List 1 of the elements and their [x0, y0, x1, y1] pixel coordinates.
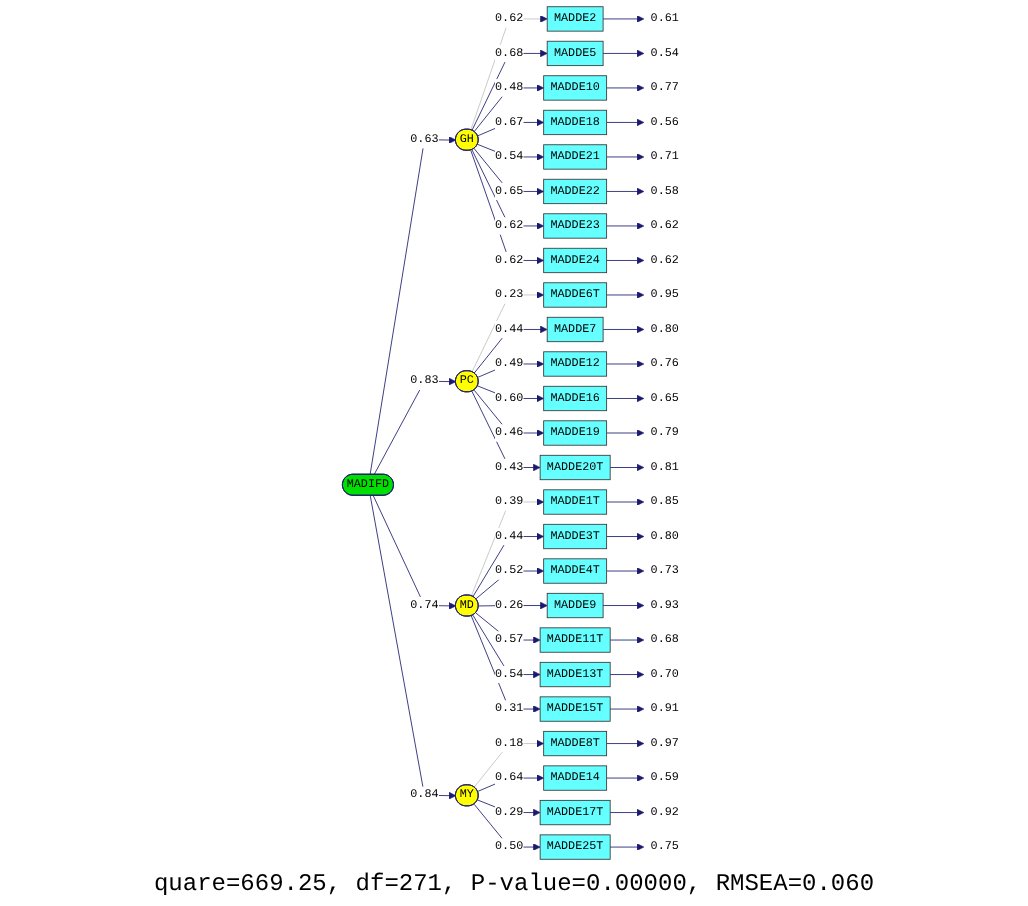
caption: quare=669.25, df=271, P-value=0.00000, RMSEA=0.060 — [151, 868, 877, 902]
